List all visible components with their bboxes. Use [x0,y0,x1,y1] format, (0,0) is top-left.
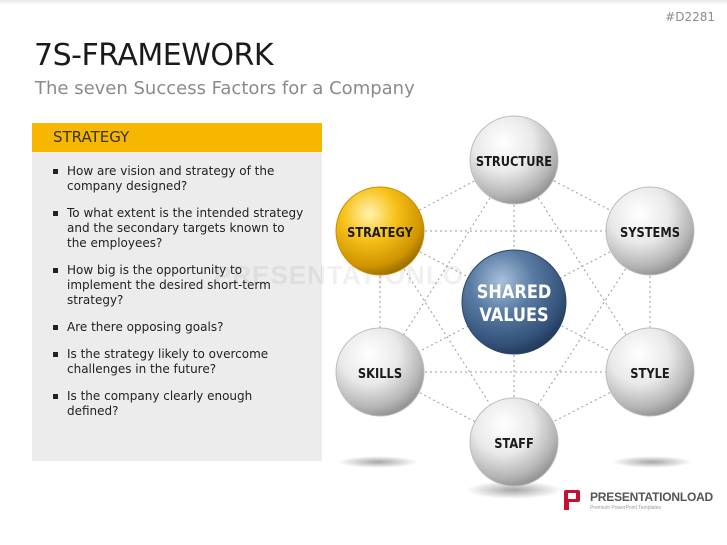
panel-heading: STRATEGY [32,123,322,152]
bullet-item: How are vision and strategy of the compa… [52,164,306,194]
logo-tagline: Premium PowerPoint Templates [590,505,662,511]
node-shared-values: SHARED VALUES [461,249,567,355]
connector-line [379,230,651,373]
center-label-line-2: VALUES [479,305,548,327]
shadow [466,481,562,499]
node-style: STYLE [605,327,695,417]
presentationload-logo-icon [564,490,580,510]
node-label: STAFF [494,436,534,451]
node-label: SYSTEMS [620,225,680,240]
node-strategy: STRATEGY [335,186,425,276]
shadow [612,456,692,468]
top-rule [0,0,727,5]
center-label-line-1: SHARED [477,282,551,304]
bullet-list: How are vision and strategy of the compa… [32,152,322,419]
node-label: STRUCTURE [476,154,552,169]
bullet-item: To what extent is the intended strategy … [52,206,306,251]
node-staff: STAFF [469,397,559,487]
node-skills: SKILLS [335,327,425,417]
node-label: STYLE [630,366,669,381]
bullet-item: Is the company clearly enough defined? [52,389,306,419]
logo-wordmark: PRESENTATIONLOAD [590,490,714,504]
connector-line [379,230,651,373]
bullet-item: Is the strategy likely to overcome chall… [52,347,306,377]
node-structure: STRUCTURE [469,115,559,205]
bullet-item: How big is the opportunity to implement … [52,263,306,308]
slide-title: 7S-FRAMEWORK [34,38,274,73]
node-label: STRATEGY [347,225,413,240]
node-systems: SYSTEMS [605,186,695,276]
shadow [338,456,418,468]
bullet-item: Are there opposing goals? [52,320,306,335]
node-label: SKILLS [358,366,402,381]
strategy-panel: STRATEGY How are vision and strategy of … [32,123,322,461]
slide-id: #D2281 [665,10,715,24]
slide-subtitle: The seven Success Factors for a Company [35,78,415,99]
